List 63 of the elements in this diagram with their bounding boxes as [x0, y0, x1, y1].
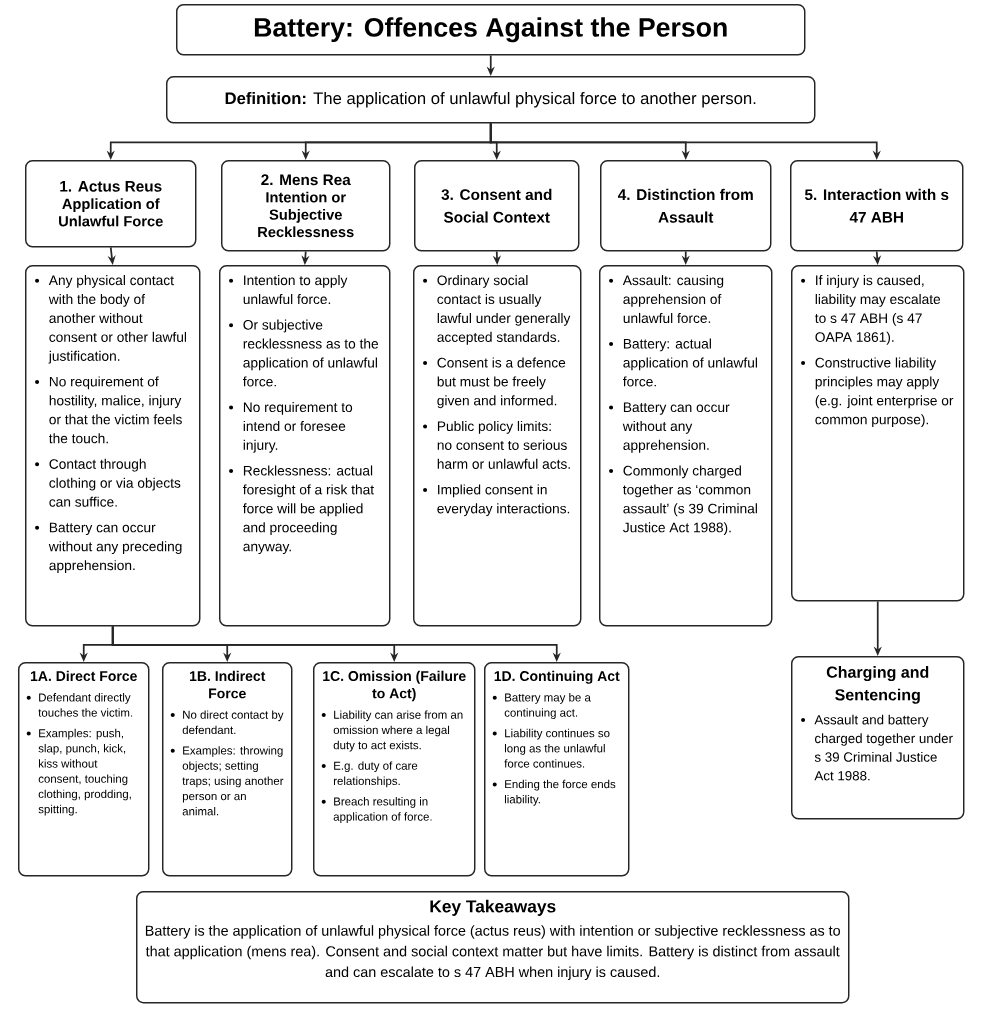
- bullet-item: Ordinary social contact is usually lawful under generally accepted standards.: [423, 275, 571, 345]
- bullet-item: Intention to apply unlawful force.: [229, 275, 348, 305]
- sub-category-box: [313, 662, 476, 877]
- bullet-item: Implied consent in everyday interactions.: [423, 484, 570, 517]
- heading-text: 5. Interaction with s 47 ABH: [804, 188, 949, 223]
- heading-text: 3. Consent and Social Context: [441, 188, 552, 223]
- bullet-item: Or subjective recklessness as to the application of unlawful force.: [229, 319, 379, 387]
- bullet-item: Ending the force ends liability.: [492, 779, 616, 806]
- box-heading: 1C. Omission (Failure to Act): [323, 670, 466, 702]
- bullet-item: E.g. duty of care relationships.: [321, 761, 418, 788]
- heading-text: 2. Mens Rea: [261, 174, 351, 186]
- heading-text: 4. Distinction from Assault: [617, 188, 753, 223]
- bullet-item: Examples: push, slap, punch, kick, kiss without consent, touching clothing, prodding, spitting.: [26, 728, 131, 816]
- bullet-item: Any physical contact with the body of another without consent or other lawful justification.: [35, 275, 187, 364]
- bullet-item: Constructive liability principles may apply (e.g. joint enterprise or common purpose).: [801, 357, 954, 428]
- heading-box: [414, 160, 580, 252]
- summary-text: Battery is the application of unlawful physical force (actus reus) with intention or subjective recklessness as to that application (mens rea). Consent and social context matter but have limits. Battery is distinct from assault and can escalate to s 47 ABH when injury is caused.: [145, 925, 841, 980]
- bullet-item: Recklessness: actual foresight of a risk that force will be applied and proceeding anyway.: [229, 465, 374, 554]
- heading-text: Intention or Subjective Recklessness: [258, 191, 354, 238]
- bullet-item: Contact through clothing or via objects can suffice.: [35, 458, 181, 507]
- heading-box: [221, 160, 391, 252]
- heading-text: 1. Actus Reus: [60, 181, 162, 192]
- box-heading: Key Takeaways: [430, 899, 556, 916]
- bullet-list-box: [791, 265, 965, 602]
- sub-category-box: [162, 662, 293, 877]
- bullet-item: Liability continues so long as the unlawful force continues.: [492, 728, 610, 768]
- heading-box: [25, 160, 197, 248]
- bullet-list-box: [219, 265, 391, 627]
- summary-box: [136, 891, 850, 1004]
- bullet-item: Public policy limits: no consent to serious harm or unlawful acts.: [423, 420, 570, 469]
- definition-text: Definition: The application of unlawful physical force to another person.: [225, 91, 756, 108]
- heading-box: [600, 160, 772, 252]
- bullet-item: Battery: actual application of unlawful force.: [609, 338, 757, 387]
- box-heading: Charging and Sentencing: [826, 666, 929, 704]
- heading-box: [790, 160, 964, 252]
- sub-category-box: [484, 662, 630, 877]
- title-box: [176, 4, 806, 56]
- note-box: [791, 656, 965, 820]
- bullet-item: Liability can arise from an omission where a legal duty to act exists.: [321, 710, 463, 752]
- bullet-list-box: [413, 265, 582, 627]
- title-text: Battery: Offences Against the Person: [254, 17, 727, 43]
- bullet-item: Defendant directly touches the victim.: [26, 693, 133, 717]
- bullet-item: Assault: causing apprehension of unlawful force.: [609, 275, 724, 323]
- bullet-item: Consent is a defence but must be freely given and informed.: [423, 357, 566, 409]
- bullet-item: Battery can occur without any preceding apprehension.: [35, 522, 182, 573]
- definition-box: [166, 76, 816, 124]
- bullet-list-box: [599, 265, 773, 627]
- bullet-item: Assault and battery charged together under s 39 Criminal Justice Act 1988.: [801, 714, 953, 781]
- box-heading: 1A. Direct Force: [30, 670, 137, 682]
- sub-category-box: [18, 662, 150, 877]
- box-heading: 1D. Continuing Act: [494, 670, 620, 684]
- bullet-list-box: [25, 265, 201, 627]
- box-heading: 1B. Indirect Force: [190, 670, 266, 699]
- bullet-item: If injury is caused, liability may escalate to s 47 ABH (s 47 OAPA 1861).: [801, 275, 941, 345]
- bullet-item: No direct contact by defendant.: [170, 710, 284, 735]
- bullet-item: Battery may be a continuing act.: [492, 693, 591, 719]
- heading-text: Application of Unlawful Force: [59, 198, 163, 227]
- bullet-item: Breach resulting in application of force.: [321, 797, 432, 823]
- bullet-item: No requirement to intend or foresee injury.: [229, 402, 353, 453]
- bullet-item: No requirement of hostility, malice, injury or that the victim feels the touch.: [35, 376, 182, 444]
- bullet-item: Examples: throwing objects; setting traps; using another person or an animal.: [170, 746, 284, 816]
- bullet-item: Commonly charged together as ‘common assault’ (s 39 Criminal Justice Act 1988).: [609, 465, 757, 536]
- bullet-item: Battery can occur without any apprehension.: [609, 402, 730, 453]
